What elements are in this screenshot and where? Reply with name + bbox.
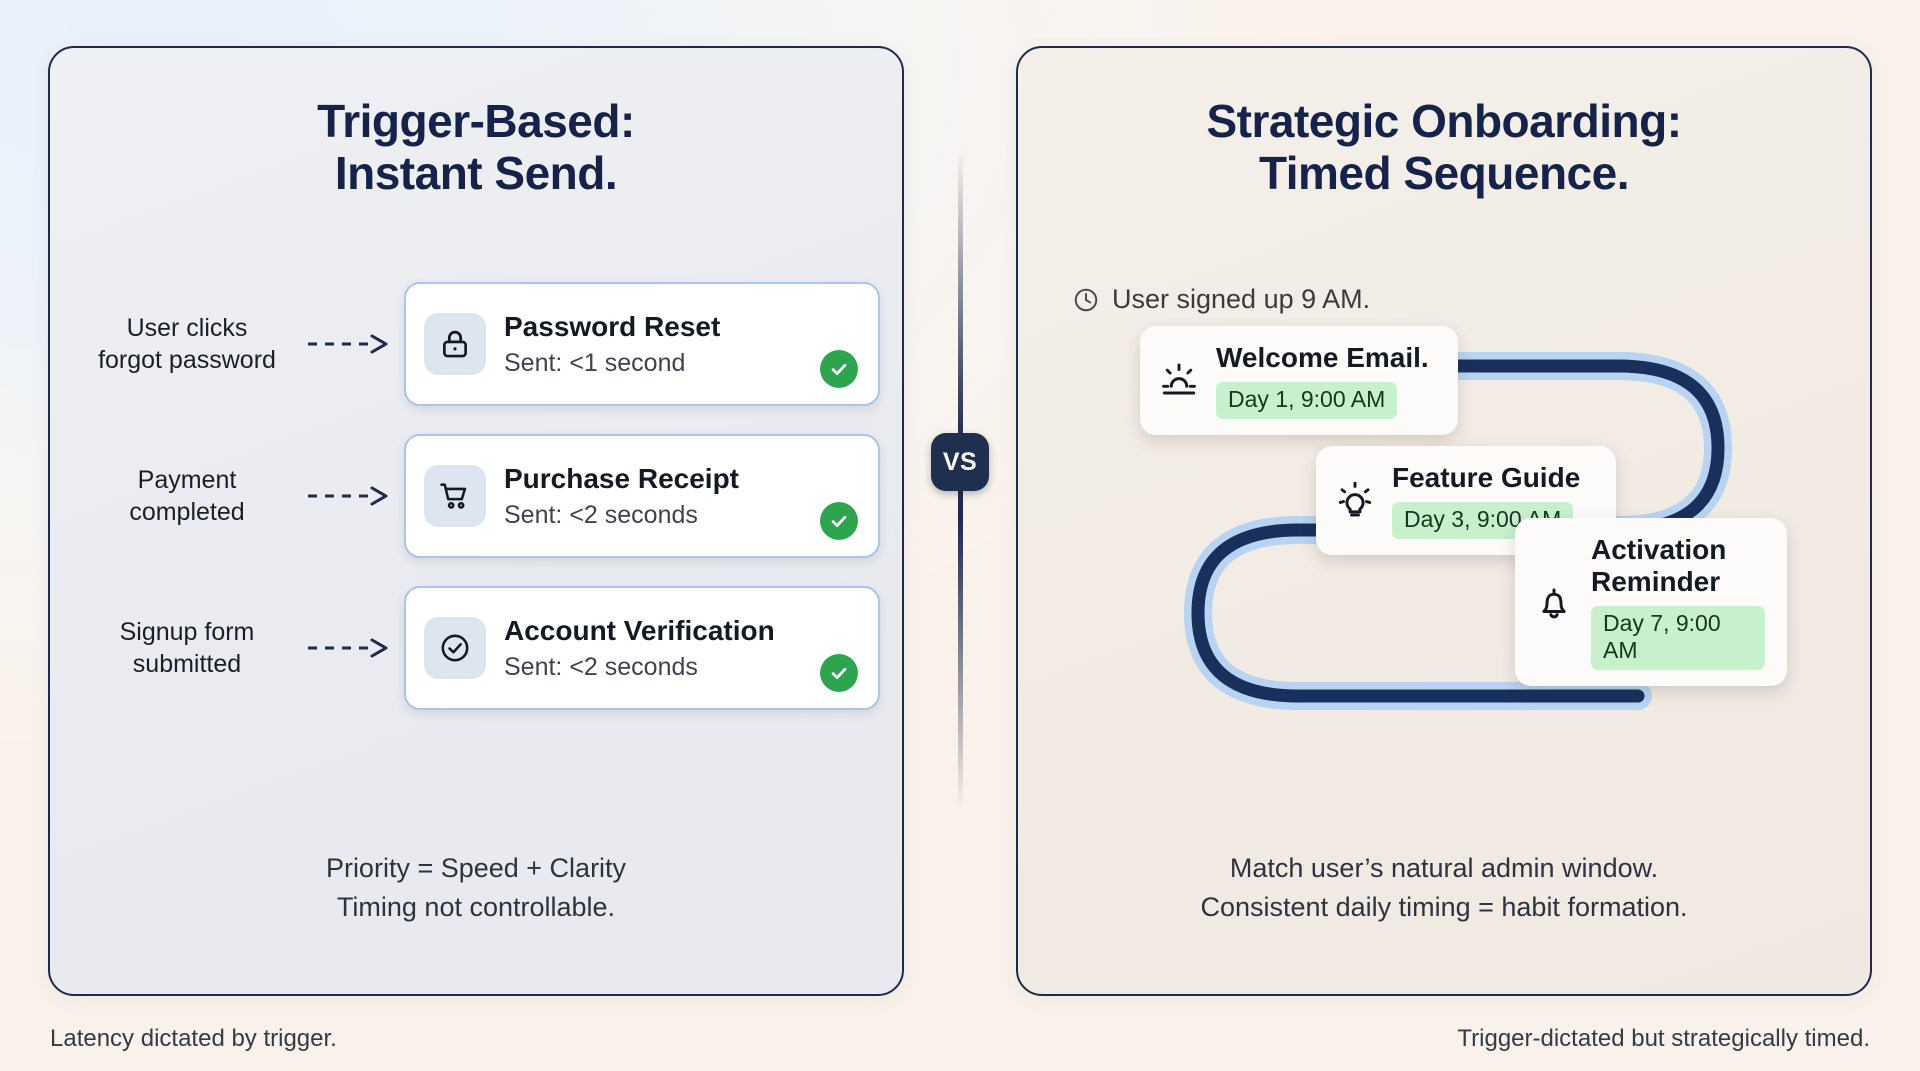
sequence-card-chip: Day 1, 9:00 AM (1216, 381, 1398, 419)
signup-time-note: User signed up 9 AM. (1072, 284, 1370, 315)
event-card-text: Account Verification Sent: <2 seconds (504, 615, 810, 682)
dashed-arrow-icon (308, 484, 394, 508)
event-card[interactable]: Account Verification Sent: <2 seconds (404, 586, 880, 710)
left-bottom-caption: Latency dictated by trigger. (50, 1025, 337, 1052)
trigger-label: Signup form submitted (119, 618, 255, 678)
right-bottom-caption: Trigger-dictated but strategically timed… (1457, 1025, 1870, 1052)
right-panel-title: Strategic Onboarding: Timed Sequence. (1206, 95, 1682, 199)
trigger-row: User clicks forgot password Password Res… (72, 280, 880, 408)
right-panel-footnote: Match user’s natural admin window. Consi… (1200, 853, 1688, 922)
trigger-based-panel: Trigger-Based: Instant Send. User clicks… (48, 46, 904, 996)
event-sent-time: Sent: <2 seconds (504, 652, 698, 681)
sequence-card-welcome[interactable]: Welcome Email. Day 1, 9:00 AM (1140, 326, 1458, 435)
vs-divider: VS (931, 150, 989, 810)
event-card-text: Purchase Receipt Sent: <2 seconds (504, 463, 810, 530)
trigger-label: User clicks forgot password (98, 314, 276, 374)
event-card[interactable]: Purchase Receipt Sent: <2 seconds (404, 434, 880, 558)
dashed-arrow-icon (308, 636, 394, 660)
trigger-rows-list: User clicks forgot password Password Res… (72, 280, 880, 736)
sequence-card-title: Welcome Email. (1216, 342, 1429, 373)
bell-icon (1533, 581, 1575, 623)
strategic-onboarding-panel: Strategic Onboarding: Timed Sequence. Us… (1016, 46, 1872, 996)
sequence-card-activation-reminder[interactable]: Activation Reminder Day 7, 9:00 AM (1515, 518, 1787, 686)
sunrise-icon (1158, 359, 1200, 401)
event-title: Purchase Receipt (504, 462, 739, 494)
lock-icon (424, 313, 486, 375)
lightbulb-icon (1334, 479, 1376, 521)
event-title: Password Reset (504, 310, 721, 342)
left-panel-title: Trigger-Based: Instant Send. (317, 95, 635, 199)
vs-badge: VS (931, 433, 989, 491)
sequence-card-chip: Day 7, 9:00 AM (1591, 605, 1765, 670)
signup-time-text: User signed up 9 AM. (1112, 284, 1371, 314)
trigger-row: Payment completed Purchase Receipt (72, 432, 880, 560)
event-sent-time: Sent: <1 second (504, 348, 686, 377)
event-sent-time: Sent: <2 seconds (504, 500, 698, 529)
status-badge-check (820, 654, 858, 692)
trigger-label: Payment completed (129, 466, 245, 526)
clock-icon (1072, 286, 1100, 314)
event-card-text: Password Reset Sent: <1 second (504, 311, 810, 378)
sequence-card-title: Activation Reminder (1591, 534, 1727, 597)
cart-icon (424, 465, 486, 527)
sequence-card-title: Feature Guide (1392, 462, 1581, 493)
event-title: Account Verification (504, 614, 775, 646)
event-card[interactable]: Password Reset Sent: <1 second (404, 282, 880, 406)
trigger-row: Signup form submitted Account Verificati… (72, 584, 880, 712)
sequence-card-body: Activation Reminder Day 7, 9:00 AM (1591, 534, 1765, 670)
sequence-card-body: Welcome Email. Day 1, 9:00 AM (1216, 342, 1429, 419)
check-circle-icon (424, 617, 486, 679)
left-panel-footnote: Priority = Speed + Clarity Timing not co… (325, 853, 627, 922)
dashed-arrow-icon (308, 332, 394, 356)
status-badge-check (820, 350, 858, 388)
status-badge-check (820, 502, 858, 540)
